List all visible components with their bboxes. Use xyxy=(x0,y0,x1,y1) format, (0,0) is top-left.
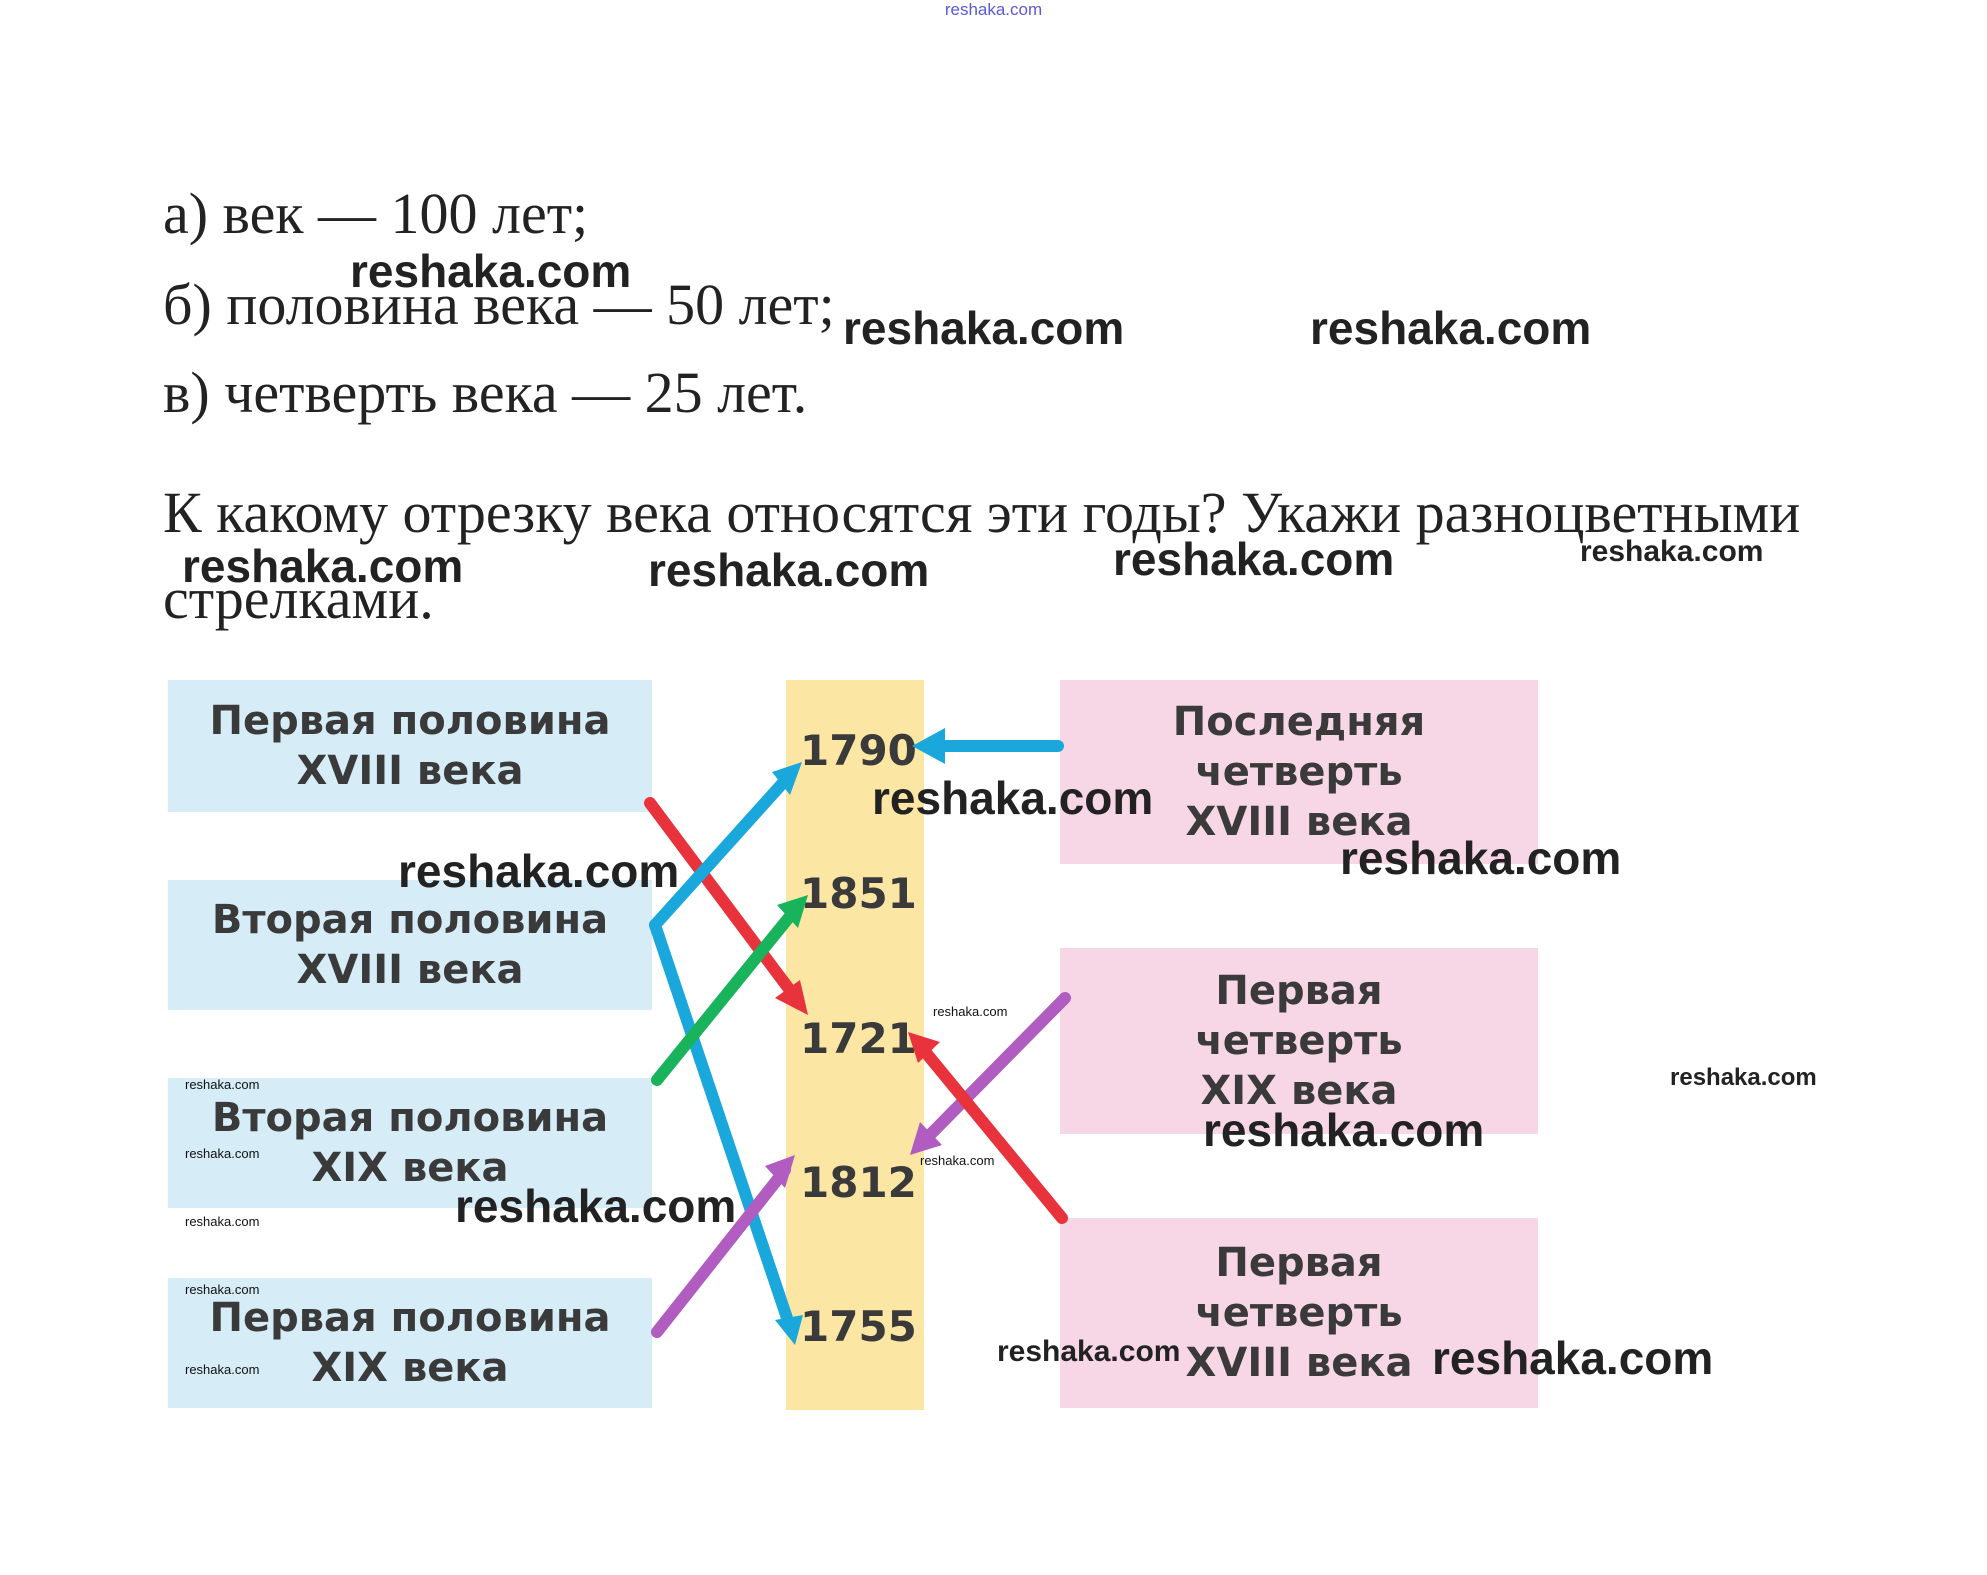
task-line-2: стрелками. xyxy=(163,566,434,631)
right-box-line: четверть xyxy=(1195,1290,1403,1336)
blue-arrow xyxy=(649,769,796,931)
red-arrowhead xyxy=(908,1032,940,1063)
purple-arrowhead xyxy=(765,1155,795,1188)
watermark: reshaka.com xyxy=(1113,533,1395,585)
red-arrow xyxy=(916,1042,1068,1224)
watermark: reshaka.com xyxy=(185,1146,260,1161)
watermark: reshaka.com xyxy=(933,1004,1008,1019)
blue-arrowhead xyxy=(912,728,945,764)
task-line-1: К какому отрезку века относятся эти годы… xyxy=(163,480,1801,545)
site-link[interactable]: reshaka.com xyxy=(944,0,1043,19)
watermark: reshaka.com xyxy=(182,540,464,592)
year-label: 1851 xyxy=(800,869,917,918)
watermark: reshaka.com xyxy=(1670,1064,1817,1091)
right-box-line: XVIII века xyxy=(1185,799,1413,845)
watermark: reshaka.com xyxy=(920,1153,995,1168)
left-box-second-half-19: Вторая половина XIX века xyxy=(168,1078,652,1208)
watermark: reshaka.com xyxy=(185,1362,260,1377)
left-box-first-half-19: Первая половина XIX века xyxy=(168,1278,652,1408)
year-label: 1790 xyxy=(800,726,917,775)
left-box-line: XIX века xyxy=(311,1345,509,1391)
right-box-line: четверть xyxy=(1195,1018,1403,1064)
left-box-line: Первая половина xyxy=(209,1295,611,1341)
right-box-first-quarter-19: Первая четверть XIX века xyxy=(1060,948,1538,1134)
left-box-line: XIX века xyxy=(311,1145,509,1191)
watermark: reshaka.com xyxy=(1310,302,1592,354)
year-label: 1812 xyxy=(800,1158,917,1207)
right-box-line: Последняя xyxy=(1172,699,1426,745)
watermark: reshaka.com xyxy=(1340,832,1622,884)
left-box-second-half-18: Вторая половина XVIII века xyxy=(168,880,652,1010)
watermark: reshaka.com xyxy=(185,1282,260,1297)
left-box-first-half-18: Первая половина XVIII века xyxy=(168,680,652,812)
right-box-line: Первая xyxy=(1215,968,1383,1014)
answer-b: б) половина века — 50 лет; xyxy=(163,272,835,337)
watermark: reshaka.com xyxy=(1203,1104,1485,1156)
year-label: 1721 xyxy=(800,1014,917,1063)
right-box-last-quarter-18: Последняя четверть XVIII века xyxy=(1060,680,1538,864)
green-arrow xyxy=(651,904,801,1086)
green-arrowhead xyxy=(777,895,808,928)
right-box-line: XIX века xyxy=(1200,1068,1398,1114)
watermark: reshaka.com xyxy=(1432,1332,1714,1384)
arrowheads xyxy=(765,728,945,1345)
right-box-line: XVIII века xyxy=(1185,1340,1413,1386)
left-box-line: XVIII века xyxy=(296,748,524,794)
watermark: reshaka.com xyxy=(872,772,1154,824)
blue-arrowhead xyxy=(772,762,802,795)
answer-c: в) четверть века — 25 лет. xyxy=(163,360,808,425)
watermark: reshaka.com xyxy=(455,1180,737,1232)
right-box-line: четверть xyxy=(1195,749,1403,795)
purple-arrow xyxy=(919,992,1071,1146)
watermark: reshaka.com xyxy=(843,302,1125,354)
watermark: reshaka.com xyxy=(648,544,930,596)
red-arrow xyxy=(644,797,801,1003)
purple-arrowhead xyxy=(910,1122,942,1155)
left-box-line: XVIII века xyxy=(296,947,524,993)
left-box-line: Вторая половина xyxy=(211,1095,609,1141)
watermark: reshaka.com xyxy=(1580,535,1764,568)
blue-arrowhead xyxy=(775,1315,803,1345)
purple-arrow xyxy=(651,1164,791,1338)
year-label: 1755 xyxy=(800,1302,917,1351)
blue-arrow xyxy=(649,919,796,1333)
watermark: reshaka.com xyxy=(398,845,680,897)
left-box-line: Первая половина xyxy=(209,698,611,744)
year-column xyxy=(786,680,924,1410)
red-arrowhead xyxy=(775,980,808,1015)
century-diagram: Первая половина XVIII века Вторая полови… xyxy=(168,680,1540,1410)
watermark: reshaka.com xyxy=(185,1214,260,1229)
answer-a: а) век — 100 лет; xyxy=(163,181,589,246)
watermark: reshaka.com xyxy=(997,1335,1181,1368)
right-box-line: Первая xyxy=(1215,1240,1383,1286)
watermark: reshaka.com xyxy=(350,245,632,297)
watermark: reshaka.com xyxy=(185,1077,260,1092)
left-box-line: Вторая половина xyxy=(211,897,609,943)
right-box-first-quarter-18: Первая четверть XVIII века xyxy=(1060,1218,1538,1408)
